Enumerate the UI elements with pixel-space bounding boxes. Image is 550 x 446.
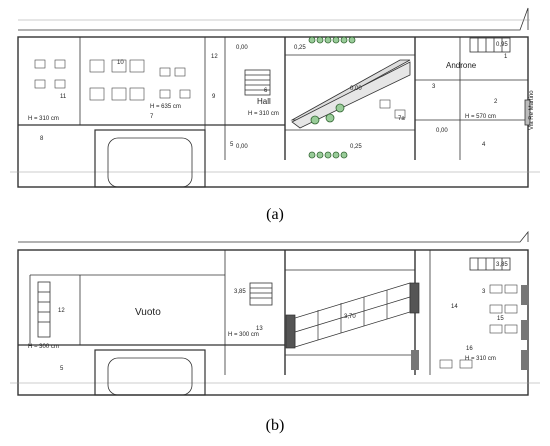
room-number: 4 [482,142,486,148]
plan-a [10,7,540,188]
room-number: 9 [212,94,216,100]
plan-a-labels: Hall H = 310 cm Androne Via Re Martino H… [28,42,535,150]
label-level-bridge: 3,70 [344,314,356,320]
plan-b-lower-pavilion [94,349,206,396]
plan-b-top-building-edge [18,230,529,243]
plan-a-lower-pavilion-inner [107,137,193,188]
room-number: 7a [398,116,405,122]
room-number: 3 [482,289,486,295]
plan-b [10,230,540,396]
room-number: 12 [211,54,218,60]
plan-a-furniture [34,59,406,119]
label-level-top2: 0,25 [294,45,306,51]
label-level-ramp: 0,00 [350,86,362,92]
plan-a-street-hatch [524,99,531,126]
plan-b-lower-pavilion-inner [107,357,193,396]
plan-b-stair [37,257,511,338]
room-number: 15 [497,316,504,322]
label-height-mid: H = 635 cm [150,104,181,110]
label-level-stair: 0,95 [496,42,508,48]
plan-a-ramp [291,61,411,129]
room-number: 12 [58,308,65,314]
label-height-left: H = 300 cm [28,344,59,350]
label-level-mid: 3,85 [234,289,246,295]
room-number: 10 [117,60,124,66]
label-height-right: H = 310 cm [465,356,496,362]
room-number: 14 [451,304,458,310]
plan-a-stair [244,37,511,96]
room-number: 1 [504,54,508,60]
label-level-top1: 0,00 [236,45,248,51]
caption-b: (b) [265,417,285,434]
room-number: 5 [60,366,64,372]
plan-a-lower-pavilion [94,129,206,188]
label-level-bottom2: 0,25 [350,144,362,150]
label-hall: Hall [257,97,271,106]
label-level-top: 3,85 [496,262,508,268]
label-hall-height: H = 310 cm [248,111,279,117]
plan-a-top-building-edge [18,7,529,31]
room-number: 6 [264,88,268,94]
label-androne: Androne [446,61,477,70]
room-number: 7 [150,114,154,120]
plan-b-room-numbers: 3 5 12 13 14 15 16 [58,289,504,372]
label-street: Via Re Martino [529,90,535,130]
room-number: 2 [494,99,498,105]
label-height-mid: H = 300 cm [228,332,259,338]
plan-b-window-blocks [411,285,529,370]
room-number: 11 [60,94,67,100]
label-height-right: H = 570 cm [465,114,496,120]
plan-b-glass-bridge [285,282,420,349]
plan-b-labels: Vuoto H = 300 cm H = 300 cm H = 310 cm 3… [28,262,508,362]
plan-b-furniture [439,284,518,369]
label-vuoto: Vuoto [135,307,161,318]
label-level-bottom1: 0,00 [236,144,248,150]
label-level-right: 0,00 [436,128,448,134]
caption-a: (a) [266,206,284,223]
plan-a-room-numbers: 1 2 3 4 5 6 7 7a 8 9 10 11 12 [40,54,508,148]
room-number: 16 [466,346,473,352]
room-number: 8 [40,136,44,142]
room-number: 13 [256,326,263,332]
room-number: 5 [230,142,234,148]
label-height-left: H = 310 cm [28,116,59,122]
room-number: 3 [432,84,436,90]
plan-a-plants [308,36,356,159]
